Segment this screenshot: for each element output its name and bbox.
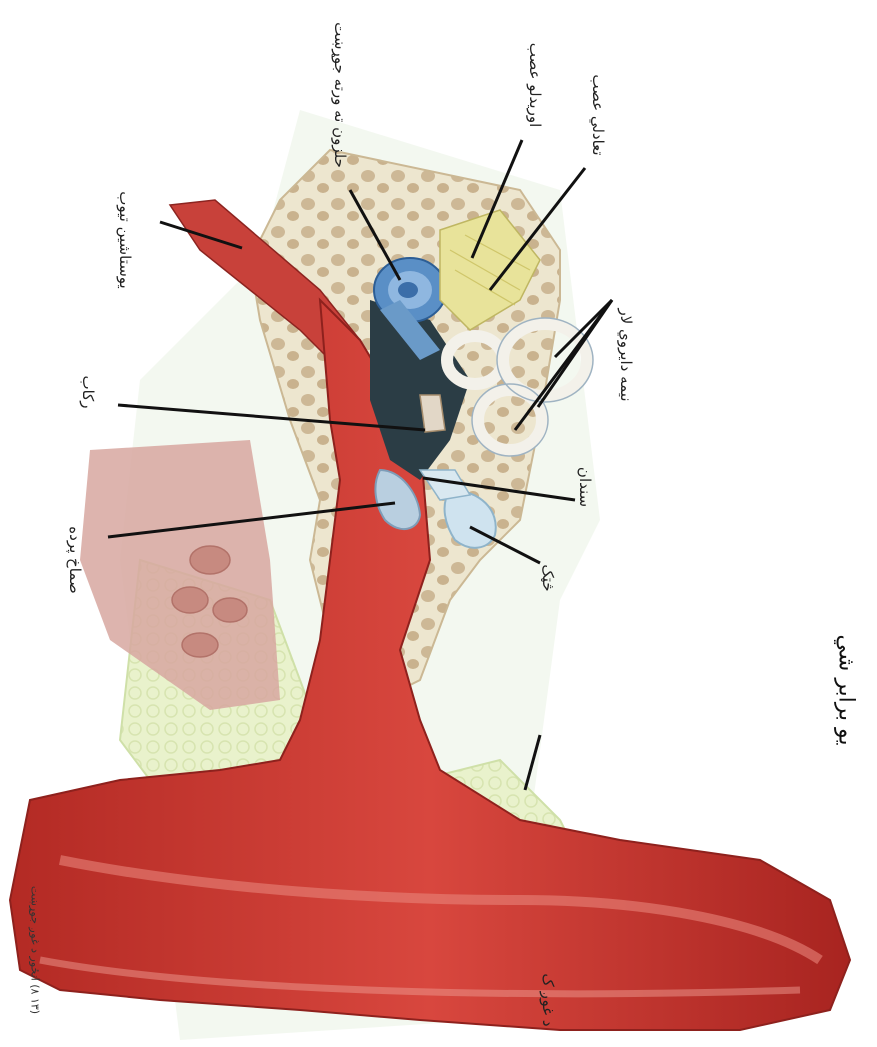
side-caption: يو برابر شي [834,635,859,746]
muscle-tissue [80,440,280,710]
label-semicircular-canals: نيمه دايروي لار [617,308,635,401]
label-cochlea: حلزون ته ورته جوړښت [331,22,349,168]
label-outer-ear: د غوږ ک [539,973,557,1026]
label-incus: سندان [576,467,594,507]
label-eardrum: صماخ پرده [66,526,84,593]
label-cochlear-nerve: تعادلي عصب [589,74,607,155]
label-malleus: څټک [539,564,557,591]
label-stapes: رکاب [79,375,97,408]
stapes-shape [420,395,445,432]
figure-caption: (۱۳ ۸) انځور د غوږ جوړښت [29,886,42,1014]
label-vestibular-nerve: اوریدلو عصب [526,43,544,127]
label-eustachian-tube: يوستاشين تيوب [116,191,134,288]
